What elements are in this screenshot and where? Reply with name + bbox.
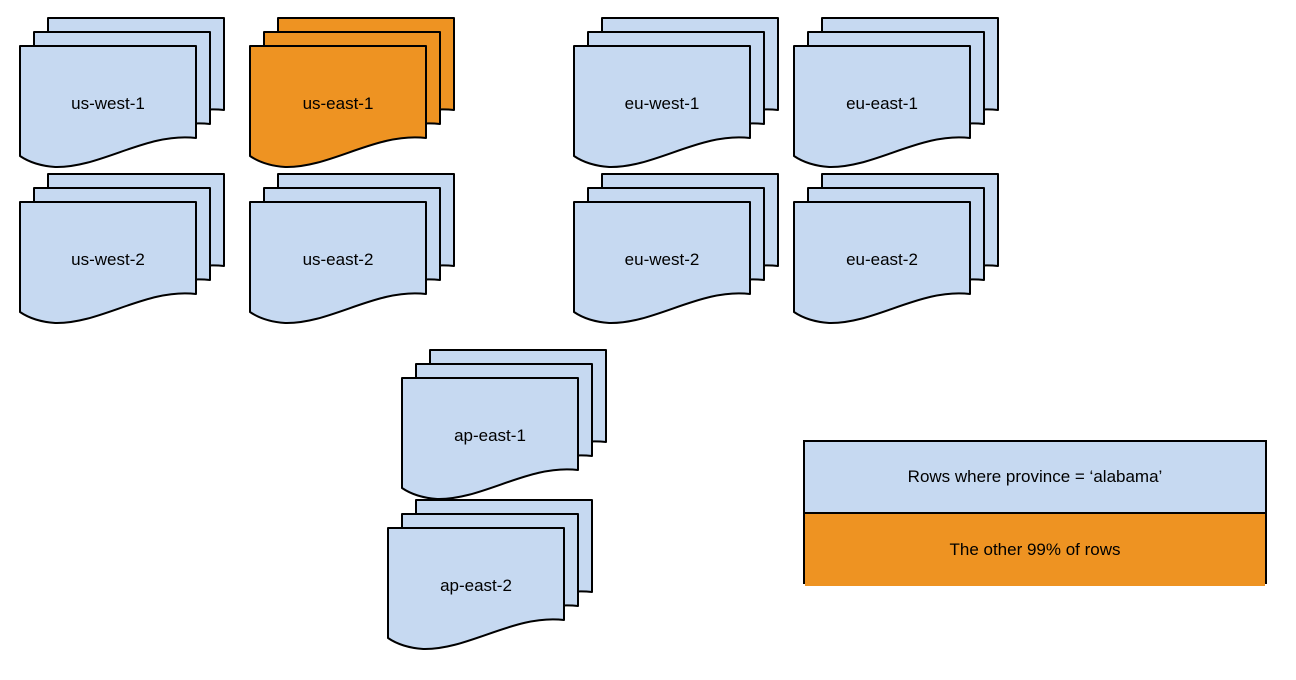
document-stack-eu-east-1[interactable]: eu-east-1 — [792, 16, 1000, 170]
stack-shape-us-west-1 — [19, 17, 225, 169]
stack-shape-eu-east-2 — [793, 173, 999, 325]
stack-shape-eu-west-1 — [573, 17, 779, 169]
stack-sheet — [573, 45, 751, 169]
legend-orange-label: The other 99% of rows — [949, 540, 1121, 559]
document-stack-eu-east-2[interactable]: eu-east-2 — [792, 172, 1000, 326]
stack-shape-eu-west-2 — [573, 173, 779, 325]
stack-sheet — [573, 201, 751, 325]
legend-orange: The other 99% of rows — [805, 514, 1265, 586]
document-stack-us-east-1[interactable]: us-east-1 — [248, 16, 456, 170]
stack-sheet — [793, 45, 971, 169]
legend-blue-label: Rows where province = ‘alabama’ — [907, 467, 1163, 486]
stack-sheet — [401, 377, 579, 501]
legend-blue: Rows where province = ‘alabama’ — [805, 442, 1265, 514]
legend: Rows where province = ‘alabama’ The other… — [803, 440, 1267, 586]
stack-shape-us-west-2 — [19, 173, 225, 325]
document-stack-ap-east-2[interactable]: ap-east-2 — [386, 498, 594, 652]
document-stack-us-west-1[interactable]: us-west-1 — [18, 16, 226, 170]
document-stack-eu-west-2[interactable]: eu-west-2 — [572, 172, 780, 326]
stack-shape-ap-east-1 — [401, 349, 607, 501]
stack-shape-us-east-2 — [249, 173, 455, 325]
stack-shape-ap-east-2 — [387, 499, 593, 651]
stack-sheet — [19, 201, 197, 325]
stack-shape-eu-east-1 — [793, 17, 999, 169]
stack-sheet — [387, 527, 565, 651]
stack-sheet — [249, 45, 427, 169]
stack-shape-us-east-1 — [249, 17, 455, 169]
stack-sheet — [249, 201, 427, 325]
document-stack-us-east-2[interactable]: us-east-2 — [248, 172, 456, 326]
stack-sheet — [19, 45, 197, 169]
document-stack-us-west-2[interactable]: us-west-2 — [18, 172, 226, 326]
document-stack-eu-west-1[interactable]: eu-west-1 — [572, 16, 780, 170]
stack-sheet — [793, 201, 971, 325]
document-stack-ap-east-1[interactable]: ap-east-1 — [400, 348, 608, 502]
